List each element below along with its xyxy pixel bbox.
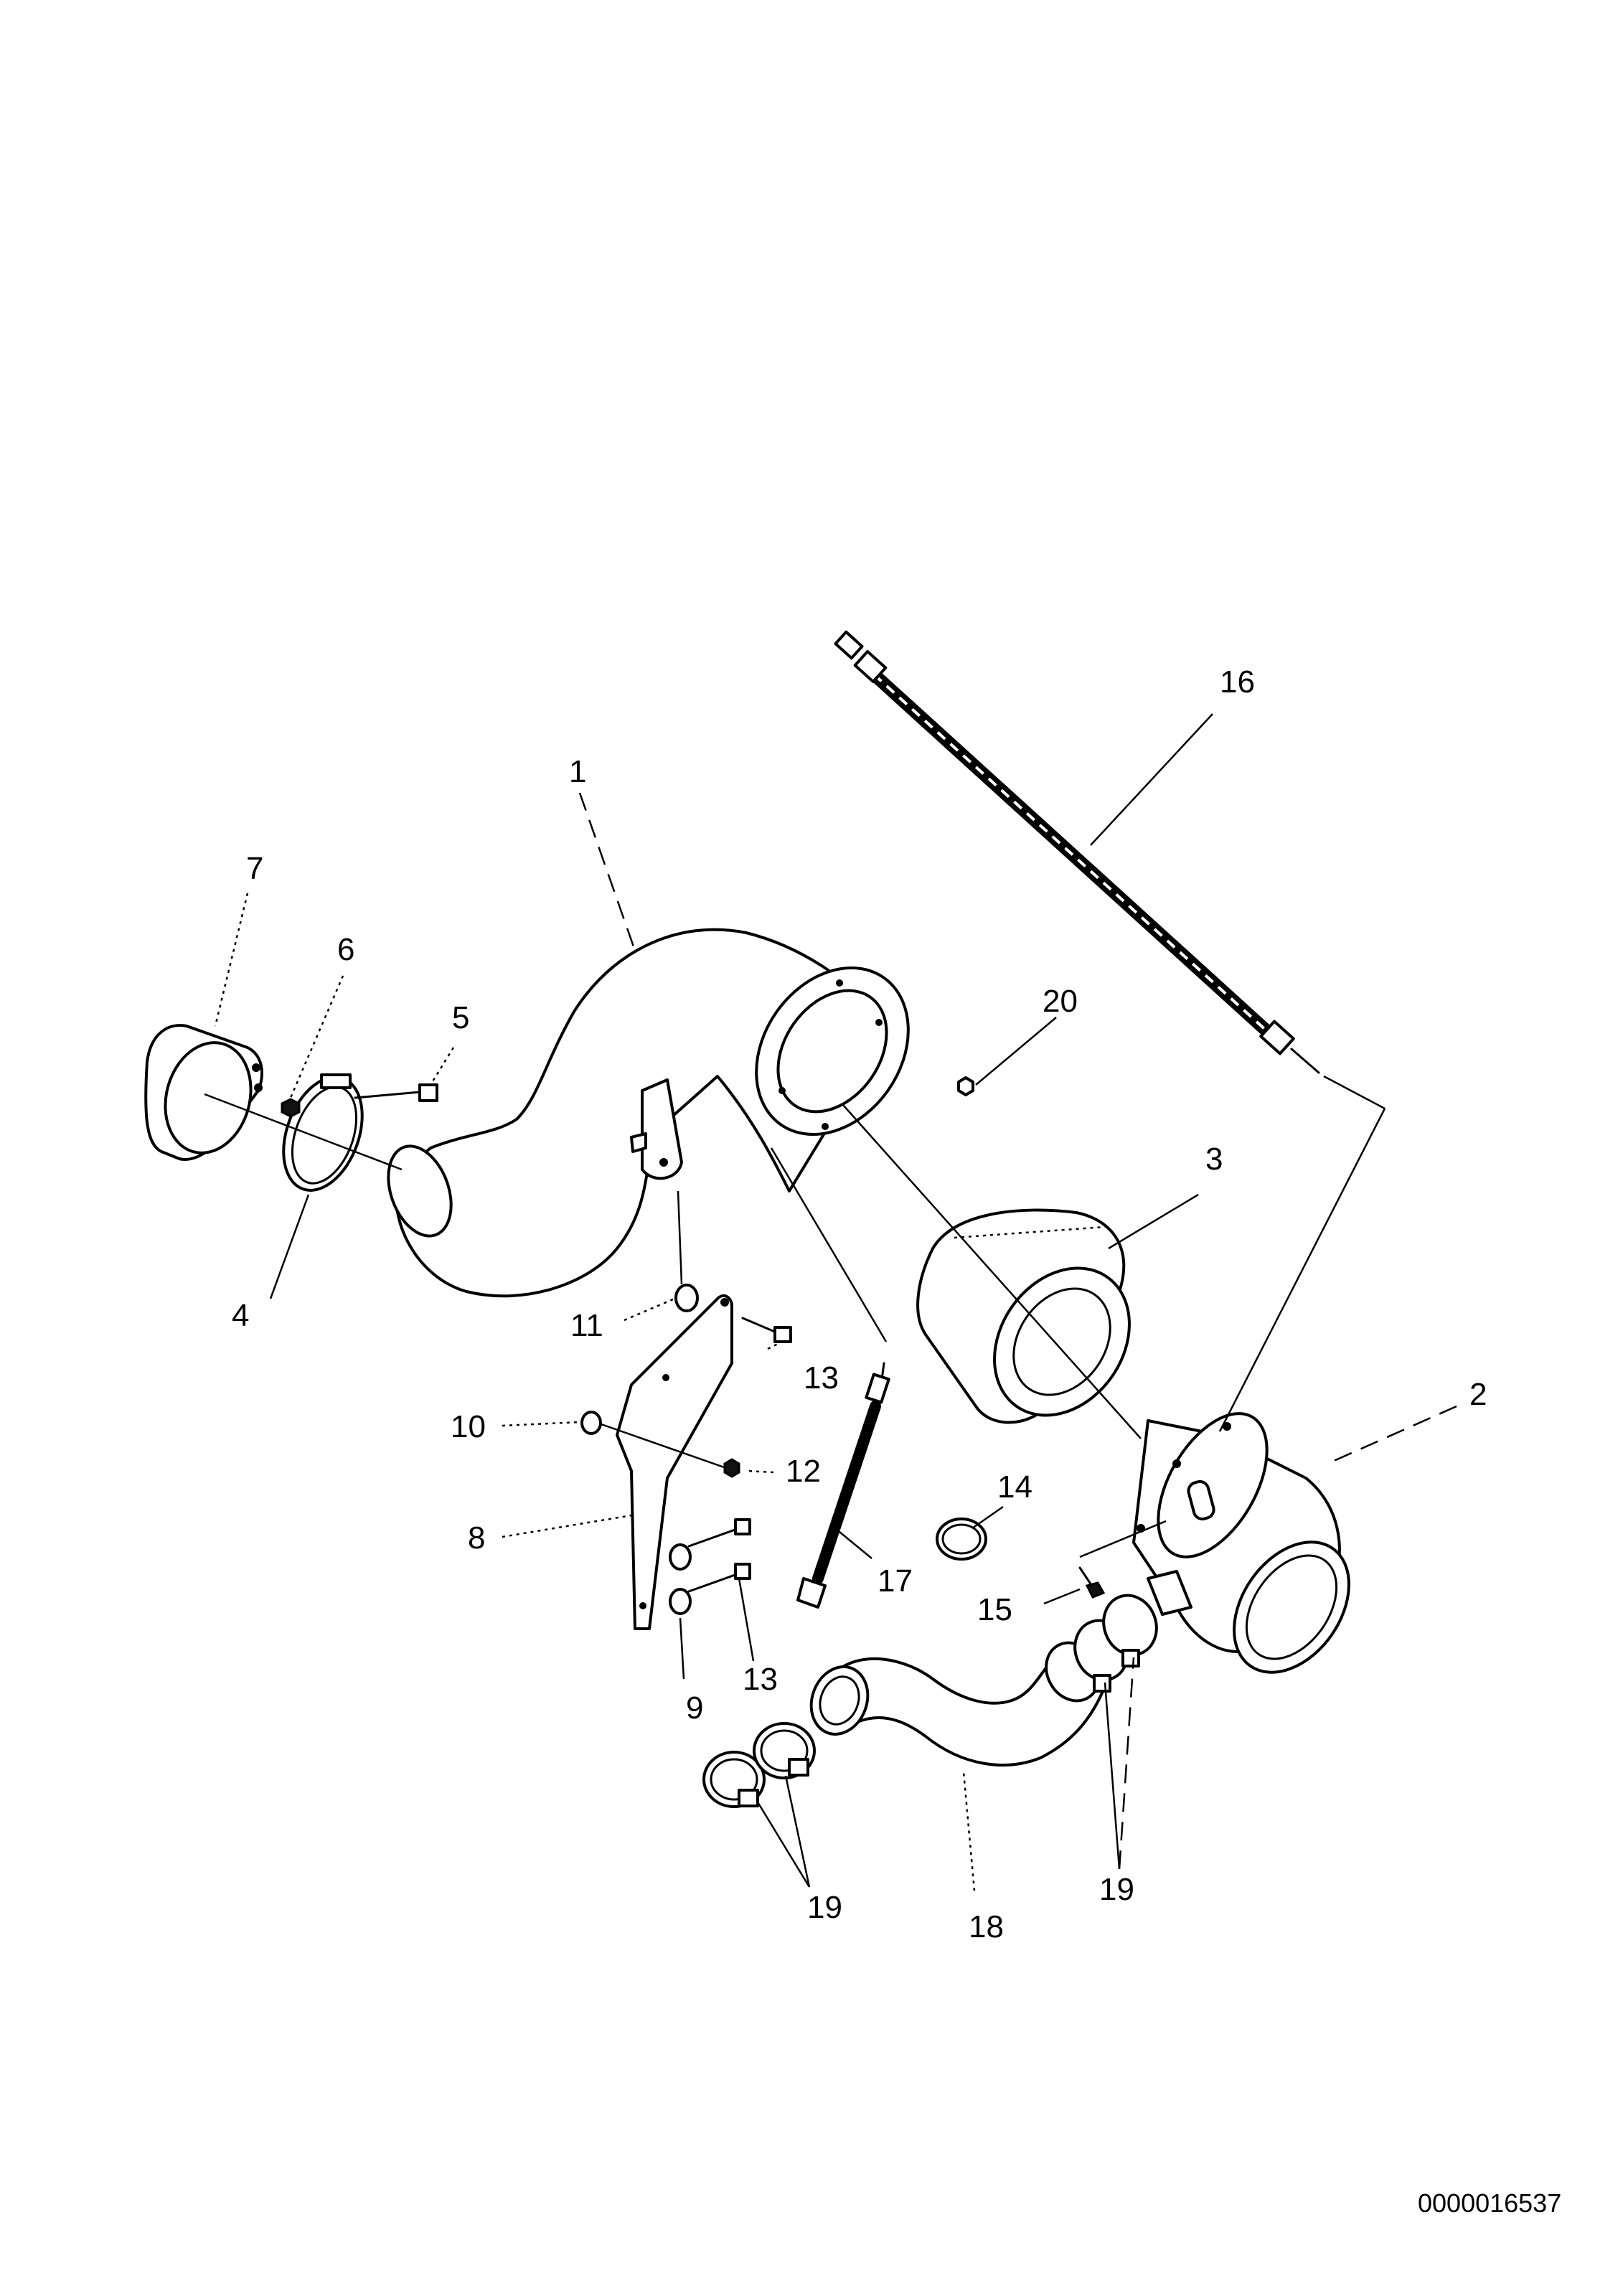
bolt-5 bbox=[354, 1083, 438, 1102]
callout-2: 2 bbox=[1469, 1377, 1487, 1412]
nut-6 bbox=[281, 1098, 301, 1118]
callout-8: 8 bbox=[468, 1520, 485, 1556]
callout-19-left: 19 bbox=[807, 1890, 842, 1925]
bolt-15 bbox=[1078, 1566, 1106, 1599]
callout-15: 15 bbox=[977, 1592, 1012, 1627]
callout-1: 1 bbox=[569, 754, 586, 789]
clip-14 bbox=[936, 1518, 987, 1561]
bolt-13-lower bbox=[687, 1518, 751, 1593]
hose-clamps-19-left bbox=[702, 1722, 816, 1808]
hose-clamps-19-right bbox=[1073, 1594, 1158, 1693]
callout-labels: 1 2 3 4 5 6 7 8 9 10 11 12 13 13 14 15 1… bbox=[232, 664, 1487, 1944]
bracket-8 bbox=[616, 1294, 733, 1630]
callout-13-upper: 13 bbox=[804, 1360, 839, 1396]
callout-7: 7 bbox=[246, 851, 263, 886]
document-id: 0000016537 bbox=[1418, 2188, 1561, 2218]
assembly-lines bbox=[204, 1075, 1386, 1558]
sensor-17 bbox=[796, 1362, 890, 1609]
bolt-13-upper bbox=[741, 1317, 792, 1343]
spacer-9 bbox=[669, 1543, 692, 1615]
v-band-clamp-4 bbox=[282, 1073, 364, 1192]
clamp-block-7 bbox=[144, 1024, 263, 1161]
callout-6: 6 bbox=[337, 932, 354, 967]
callout-5: 5 bbox=[452, 1000, 469, 1035]
cable-16 bbox=[834, 630, 1320, 1074]
nut-12 bbox=[723, 1458, 740, 1478]
callout-18: 18 bbox=[969, 1909, 1004, 1944]
callout-16: 16 bbox=[1220, 664, 1255, 700]
nut-20 bbox=[957, 1076, 974, 1096]
callout-14: 14 bbox=[997, 1469, 1032, 1505]
callout-20: 20 bbox=[1043, 984, 1078, 1019]
callout-12: 12 bbox=[786, 1454, 821, 1489]
callout-leaders bbox=[214, 713, 1457, 1891]
washer-10 bbox=[580, 1411, 602, 1435]
callout-11: 11 bbox=[570, 1308, 603, 1343]
heat-shield-3 bbox=[916, 1208, 1131, 1424]
hose-18 bbox=[809, 1641, 1106, 1766]
callout-4: 4 bbox=[232, 1298, 249, 1333]
callout-17: 17 bbox=[878, 1563, 913, 1599]
spacer-11 bbox=[674, 1284, 699, 1312]
callout-13-lower: 13 bbox=[743, 1662, 778, 1697]
callout-19-right: 19 bbox=[1099, 1872, 1134, 1907]
heater-unit-2 bbox=[1132, 1412, 1350, 1674]
callout-10: 10 bbox=[451, 1409, 486, 1444]
callout-9: 9 bbox=[686, 1690, 703, 1726]
duct-1 bbox=[387, 928, 910, 1298]
callout-3: 3 bbox=[1205, 1142, 1223, 1177]
